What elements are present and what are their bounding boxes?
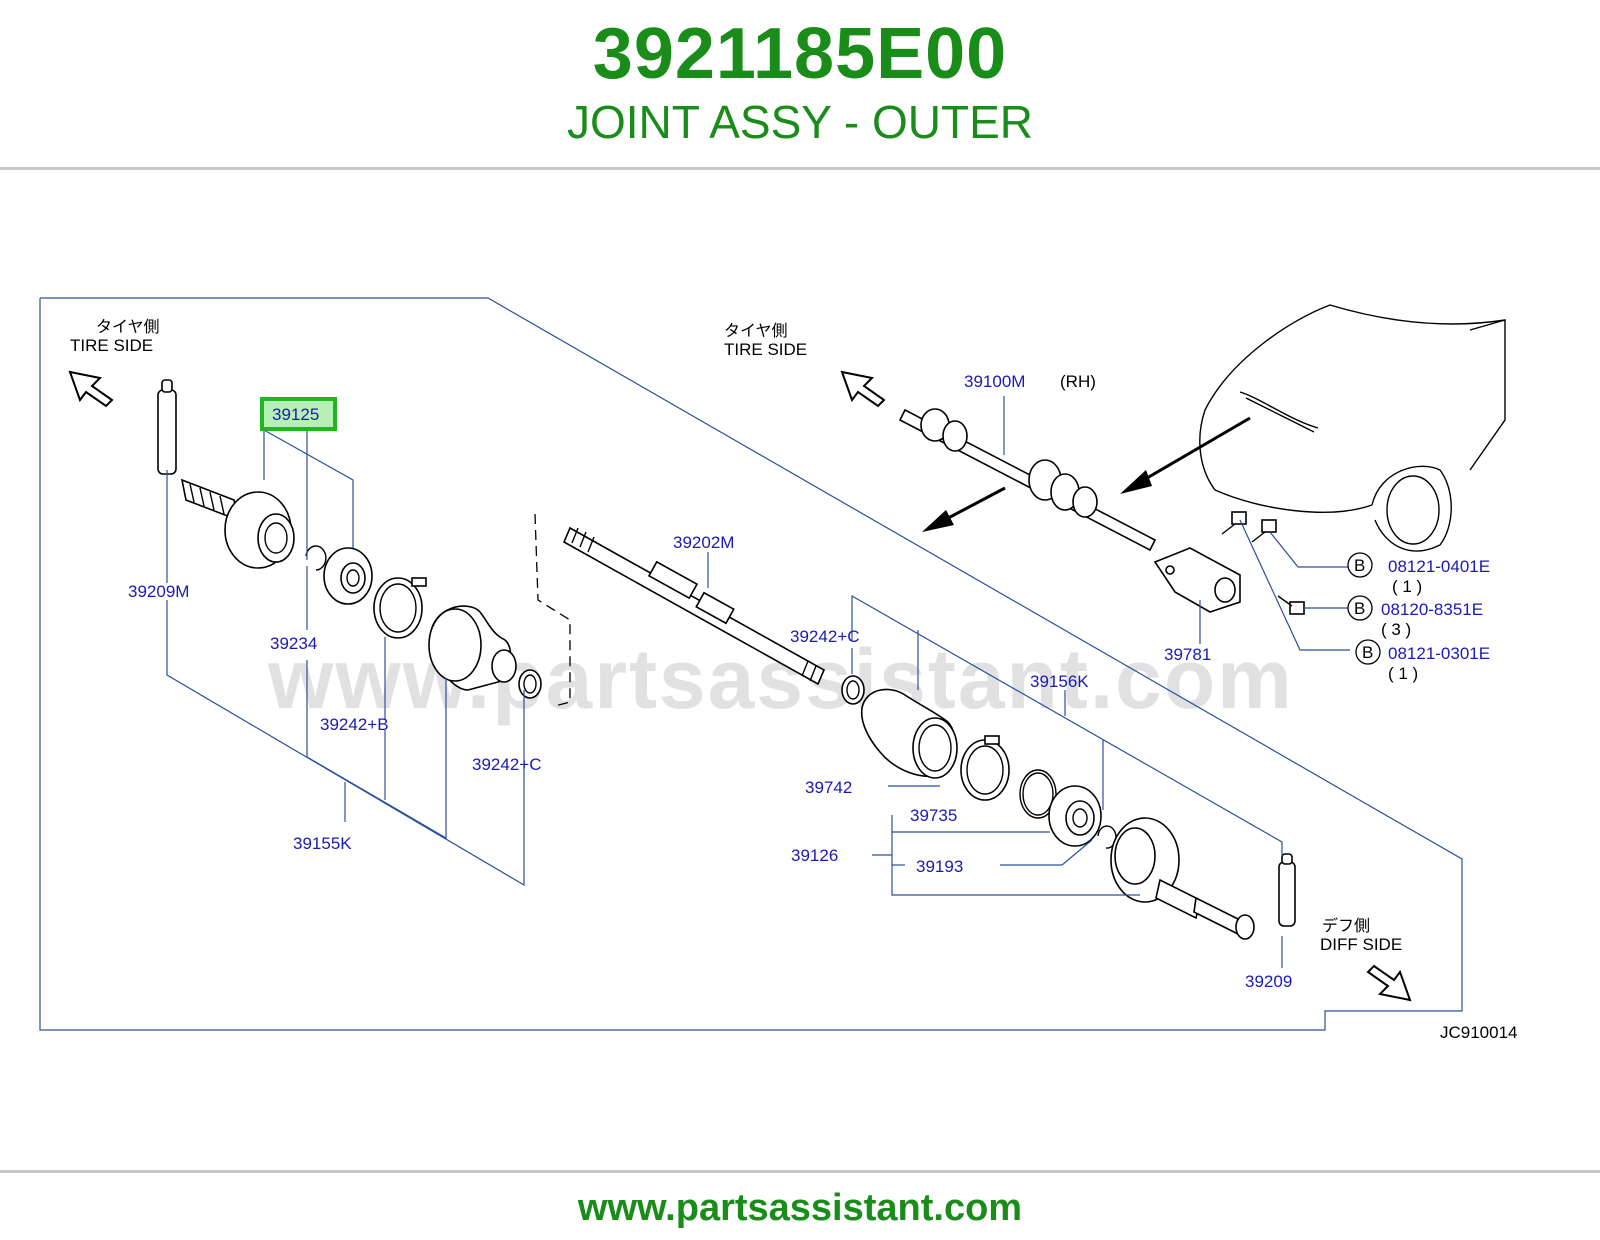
tire-side-left-en: TIRE SIDE	[70, 336, 153, 355]
part-name: JOINT ASSY - OUTER	[566, 96, 1034, 148]
part-39742-boot-drawing	[860, 688, 958, 779]
part-39209-drawing	[1278, 853, 1296, 927]
bolt-qty-1: ( 1 )	[1392, 577, 1422, 596]
bolt-code-1: 08121-0401E	[1388, 557, 1490, 576]
bolt-code-3: 08121-0301E	[1388, 644, 1490, 663]
part-39242B-band-drawing	[373, 577, 427, 639]
band-right-drawing	[960, 735, 1010, 801]
bolt-qty-2: ( 3 )	[1381, 620, 1411, 639]
arrow-up-left-icon	[68, 370, 114, 408]
label-39242C-a[interactable]: 39242+C	[472, 755, 541, 774]
diff-side-en: DIFF SIDE	[1320, 935, 1402, 954]
bolt-callout-1[interactable]: B 08121-0401E ( 1 )	[1347, 552, 1490, 596]
label-39234[interactable]: 39234	[270, 634, 317, 653]
black-arrows-drawing	[922, 416, 1251, 532]
label-39735[interactable]: 39735	[910, 806, 957, 825]
label-39242B[interactable]: 39242+B	[320, 715, 389, 734]
footer-divider	[0, 1170, 1600, 1173]
part-number: 3921185E00	[592, 14, 1008, 94]
part-39155K-boot-drawing	[428, 605, 517, 691]
part-39126-housing-drawing	[1110, 817, 1255, 940]
parts-diagram: www.partsassistant.com タイヤ側 TIRE SIDE	[39, 297, 1518, 1042]
bolt-badge-2: B	[1354, 599, 1365, 618]
bolt-callout-3[interactable]: B 08121-0301E ( 1 )	[1355, 639, 1490, 683]
label-39781[interactable]: 39781	[1164, 645, 1211, 664]
label-39155K[interactable]: 39155K	[293, 834, 352, 853]
label-39193[interactable]: 39193	[916, 857, 963, 876]
rh-label: (RH)	[1060, 372, 1096, 391]
bolt-leader-lines	[1239, 519, 1350, 651]
label-39742[interactable]: 39742	[805, 778, 852, 797]
label-39126[interactable]: 39126	[791, 846, 838, 865]
snap-ring-drawing	[1019, 769, 1057, 819]
car-outline-drawing	[1199, 304, 1506, 552]
part-39193-drawing	[1097, 825, 1117, 849]
tire-side-left-jp: タイヤ側	[96, 317, 160, 336]
tire-side-right-en: TIRE SIDE	[724, 340, 807, 359]
part-39242C-band-a-drawing	[518, 669, 542, 699]
bolt-badge-3: B	[1362, 643, 1373, 662]
bolt-callout-2[interactable]: B 08120-8351E ( 3 )	[1347, 595, 1483, 639]
diff-side-jp: デフ側	[1322, 916, 1370, 935]
header: 3921185E00 JOINT ASSY - OUTER	[0, 0, 1600, 170]
bolt-code-2: 08120-8351E	[1381, 600, 1483, 619]
bolt-qty-3: ( 1 )	[1388, 664, 1418, 683]
drive-shaft-overview-drawing	[898, 408, 1157, 552]
label-39209M[interactable]: 39209M	[128, 582, 189, 601]
diagram-code: JC910014	[1440, 1023, 1518, 1042]
part-39234-drawing	[305, 545, 327, 571]
label-39242C-b[interactable]: 39242+C	[790, 627, 859, 646]
highlight-39125[interactable]	[260, 397, 337, 431]
label-39125[interactable]: 39125	[272, 405, 319, 424]
arrow-down-right-icon	[1366, 964, 1412, 1002]
part-39242C-band-b-drawing	[841, 675, 865, 705]
bolt-badge-1: B	[1354, 556, 1365, 575]
header-divider	[0, 167, 1600, 170]
label-39100M[interactable]: 39100M	[964, 372, 1025, 391]
label-39156K[interactable]: 39156K	[1030, 672, 1089, 691]
inner-race-drawing	[323, 547, 373, 605]
part-39781-bracket-drawing	[1153, 547, 1241, 644]
part-39209M-drawing	[157, 379, 177, 475]
diagram-frame	[39, 297, 1463, 1031]
dashed-link	[534, 513, 571, 707]
label-39202M[interactable]: 39202M	[673, 533, 734, 552]
tire-side-right-jp: タイヤ側	[724, 321, 788, 340]
part-39735-drawing	[1048, 785, 1102, 847]
bolts-drawing	[1221, 511, 1305, 615]
leader-lines-right	[707, 552, 1283, 968]
label-39209[interactable]: 39209	[1245, 972, 1292, 991]
arrow-up-left-icon-2	[840, 370, 886, 408]
part-39125-drawing	[180, 478, 295, 569]
leader-lines-left	[166, 429, 525, 887]
footer-url[interactable]: www.partsassistant.com	[577, 1187, 1023, 1229]
part-39202M-shaft-drawing	[562, 526, 826, 686]
